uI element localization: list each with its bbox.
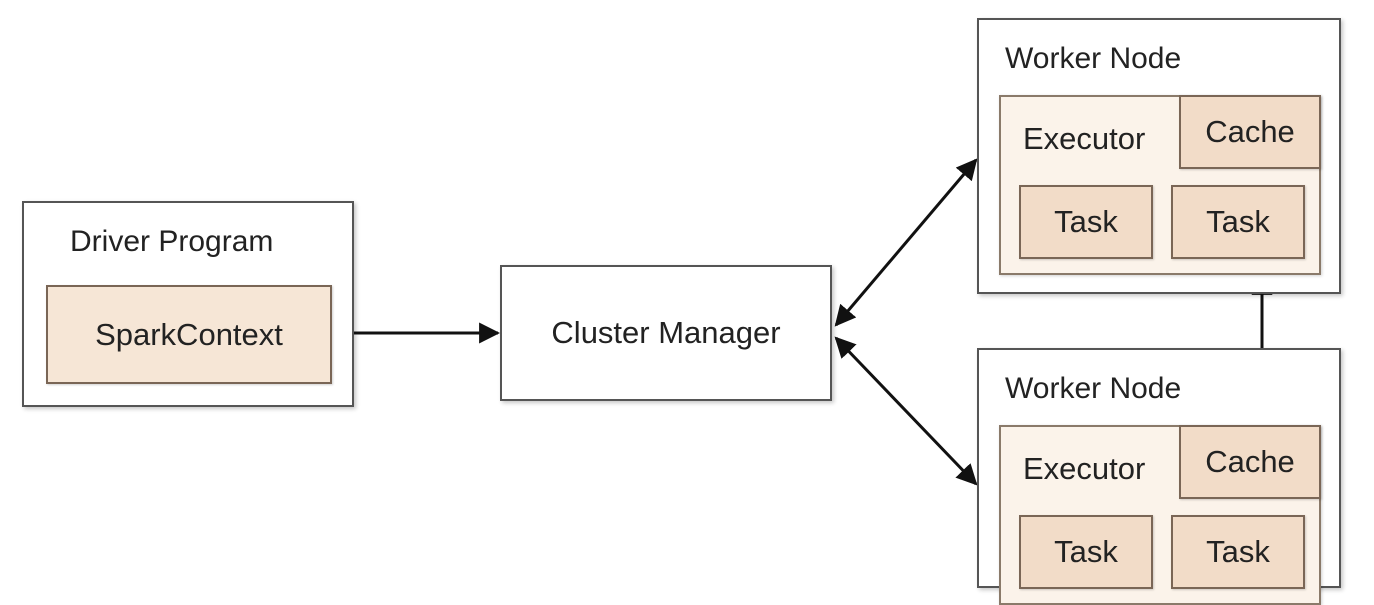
executor-label: Executor [1023, 451, 1146, 486]
cache-label: Cache [1205, 114, 1295, 149]
task-box: Task [1019, 185, 1153, 259]
task-label: Task [1054, 534, 1118, 569]
executor-box: Executor Cache Task Task [999, 95, 1321, 275]
worker-node-title: Worker Node [1005, 42, 1182, 75]
cache-box: Cache [1179, 95, 1321, 169]
arrow-cluster-worker-2 [834, 336, 978, 486]
cache-label: Cache [1205, 444, 1295, 479]
spark-context-box: SparkContext [46, 285, 332, 384]
worker-node-title: Worker Node [1005, 372, 1182, 405]
worker-node-box: Worker Node Executor Cache Task Task [977, 348, 1341, 605]
task-label: Task [1206, 534, 1270, 569]
cache-box: Cache [1179, 425, 1321, 499]
task-box: Task [1171, 185, 1305, 259]
worker-node-box: Worker Node Executor Cache Task Task [977, 18, 1341, 294]
task-box: Task [1171, 515, 1305, 589]
task-label: Task [1206, 204, 1270, 239]
driver-program-title: Driver Program [70, 225, 274, 258]
spark-context-label: SparkContext [95, 316, 283, 352]
task-box: Task [1019, 515, 1153, 589]
driver-program-box: Driver Program SparkContext [22, 201, 354, 407]
executor-box: Executor Cache Task Task [999, 425, 1321, 605]
arrow-cluster-worker-1 [834, 158, 978, 327]
cluster-manager-box: Cluster Manager [500, 265, 832, 401]
executor-label: Executor [1023, 121, 1146, 156]
task-label: Task [1054, 204, 1118, 239]
cluster-manager-label: Cluster Manager [551, 315, 781, 350]
